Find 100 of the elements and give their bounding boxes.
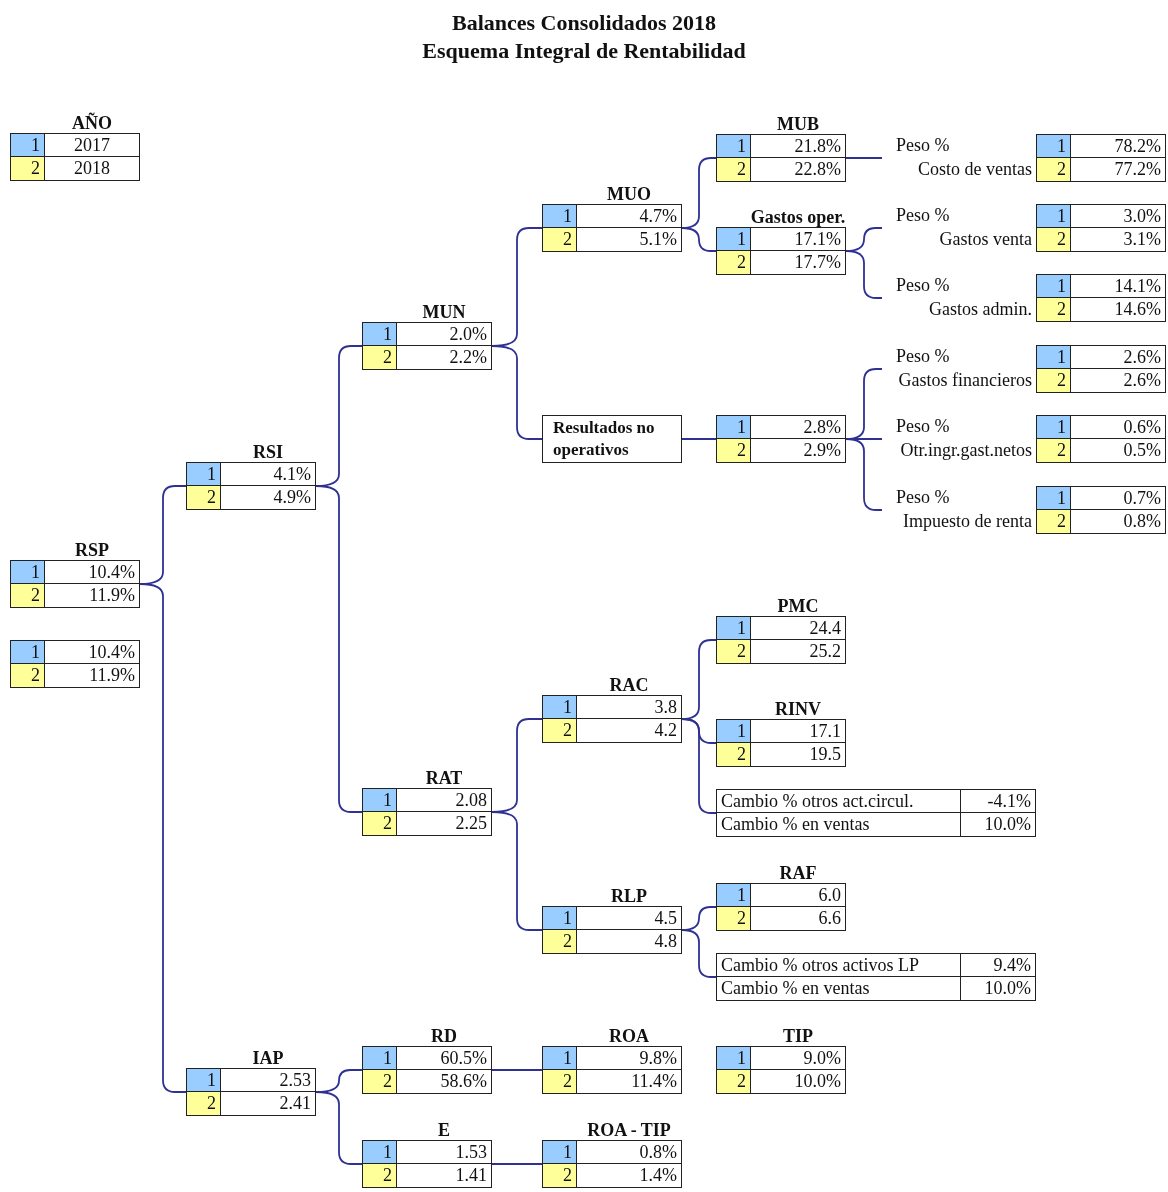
- row-number-cell: 1: [363, 323, 397, 346]
- row-number-cell: 2: [543, 228, 577, 251]
- value-cell-text: 1.4%: [638, 1164, 678, 1187]
- weight-label: Peso %: [896, 204, 950, 227]
- table-header: MUO: [606, 184, 652, 204]
- value-cell-text: 2.2%: [448, 346, 488, 369]
- weight-label: Peso %: [896, 415, 950, 438]
- table-header: RSP: [74, 540, 110, 560]
- value-cell: 60.5%: [397, 1047, 491, 1070]
- value-cell-text: 0.5%: [1122, 439, 1162, 462]
- value-cell-text: 10.0%: [793, 1070, 842, 1093]
- row-number-cell: 2: [1037, 510, 1071, 533]
- value-cell: 1.53: [397, 1141, 491, 1164]
- value-cell-text: 4.2: [653, 719, 678, 742]
- row-number-cell: 2: [717, 907, 751, 930]
- row-number-cell: 2: [363, 346, 397, 369]
- value-cell: 4.7%: [577, 205, 681, 228]
- brace-connector: [491, 811, 543, 931]
- row-number-cell: 1: [363, 1141, 397, 1164]
- value-cell: 2.0%: [397, 323, 491, 346]
- row-number-cell: 2: [717, 1070, 751, 1093]
- item-label: Impuesto de renta: [903, 510, 1032, 533]
- value-cell-text: 11.9%: [88, 664, 136, 687]
- value-cell: 17.1: [751, 720, 845, 743]
- table-header: RAT: [424, 768, 464, 788]
- value-cell-text: 10.0%: [983, 813, 1032, 836]
- value-cell: 24.4: [751, 617, 845, 640]
- item-label: Gastos admin.: [929, 298, 1032, 321]
- row-number-cell: 1: [11, 561, 45, 584]
- brace-connector: [491, 1163, 543, 1165]
- item-label: Gastos venta: [939, 228, 1032, 251]
- value-cell-text: 1.41: [454, 1164, 488, 1187]
- value-cell-text: 2.9%: [802, 439, 842, 462]
- table-header: RSI: [252, 442, 284, 462]
- value-cell-text: 10.0%: [983, 977, 1032, 1000]
- brace-connector: [491, 1069, 543, 1071]
- value-cell-text: 4.8: [653, 930, 678, 953]
- row-number-cell: 2: [717, 251, 751, 274]
- value-cell: 0.8%: [577, 1141, 681, 1164]
- row-number-cell: 2: [187, 1092, 221, 1115]
- row-number-cell: 2: [543, 1164, 577, 1187]
- text-box: Resultados no operativos: [542, 415, 682, 463]
- table-header: ROA: [608, 1026, 650, 1046]
- value-cell: 78.2%: [1071, 135, 1165, 158]
- row-number-cell: 1: [717, 416, 751, 439]
- value-cell-text: 17.7%: [793, 251, 842, 274]
- row-number-cell: 2: [1037, 228, 1071, 251]
- row-number-cell: 1: [1037, 416, 1071, 439]
- value-cell: 4.5: [577, 907, 681, 930]
- row-number-cell: 2: [11, 584, 45, 607]
- value-cell: 2017: [45, 134, 139, 157]
- row-number-cell: 2: [187, 486, 221, 509]
- row-number-cell: 2: [363, 1164, 397, 1187]
- value-cell: 10.4%: [45, 561, 139, 584]
- value-cell-text: 5.1%: [638, 228, 678, 251]
- row-number-cell: 2: [1037, 369, 1071, 392]
- row-number-cell: 1: [717, 617, 751, 640]
- value-cell-text: 19.5: [808, 743, 842, 766]
- item-label: Costo de ventas: [918, 158, 1032, 181]
- value-cell: 10.4%: [45, 641, 139, 664]
- value-cell-text: 3.1%: [1122, 228, 1162, 251]
- brace-connector: [315, 1091, 363, 1165]
- value-cell: 2.6%: [1071, 346, 1165, 369]
- row-number-cell: 2: [543, 1070, 577, 1093]
- row-number-cell: 2: [363, 1070, 397, 1093]
- row-number-cell: 2: [1037, 298, 1071, 321]
- weight-label: Peso %: [896, 486, 950, 509]
- value-cell: 3.0%: [1071, 205, 1165, 228]
- label-cell: Cambio % otros activos LP: [717, 954, 961, 977]
- item-label: Gastos financieros: [898, 369, 1032, 392]
- value-cell-text: 2.25: [454, 812, 488, 835]
- value-cell-text: 25.2: [808, 640, 842, 663]
- row-number-cell: 2: [11, 157, 45, 180]
- row-number-cell: 2: [717, 158, 751, 181]
- row-number-cell: 2: [717, 439, 751, 462]
- row-number-cell: 1: [1037, 346, 1071, 369]
- row-number-cell: 1: [11, 641, 45, 664]
- table-header: RAF: [778, 863, 818, 883]
- value-cell: 17.1%: [751, 228, 845, 251]
- row-number-cell: 1: [717, 720, 751, 743]
- table-header: RINV: [774, 699, 822, 719]
- value-cell: 14.1%: [1071, 275, 1165, 298]
- value-cell-text: 22.8%: [793, 158, 842, 181]
- brace-connector: [491, 345, 543, 440]
- value-cell: 9.0%: [751, 1047, 845, 1070]
- row-number-cell: 2: [543, 719, 577, 742]
- row-number-cell: 1: [187, 463, 221, 486]
- table-header: MUN: [421, 302, 467, 322]
- value-cell-text: 2.6%: [1122, 369, 1162, 392]
- brace-connector: [139, 583, 187, 1093]
- row-number-cell: 1: [1037, 135, 1071, 158]
- brace-connector: [315, 485, 363, 813]
- value-cell: 2.53: [221, 1069, 315, 1092]
- value-cell: 9.4%: [961, 954, 1035, 977]
- row-number-cell: 1: [717, 1047, 751, 1070]
- item-label: Otr.ingr.gast.netos: [900, 439, 1032, 462]
- row-number-cell: 1: [11, 134, 45, 157]
- brace-connector: [681, 227, 717, 252]
- value-cell: 21.8%: [751, 135, 845, 158]
- value-cell-text: 2018: [73, 157, 111, 180]
